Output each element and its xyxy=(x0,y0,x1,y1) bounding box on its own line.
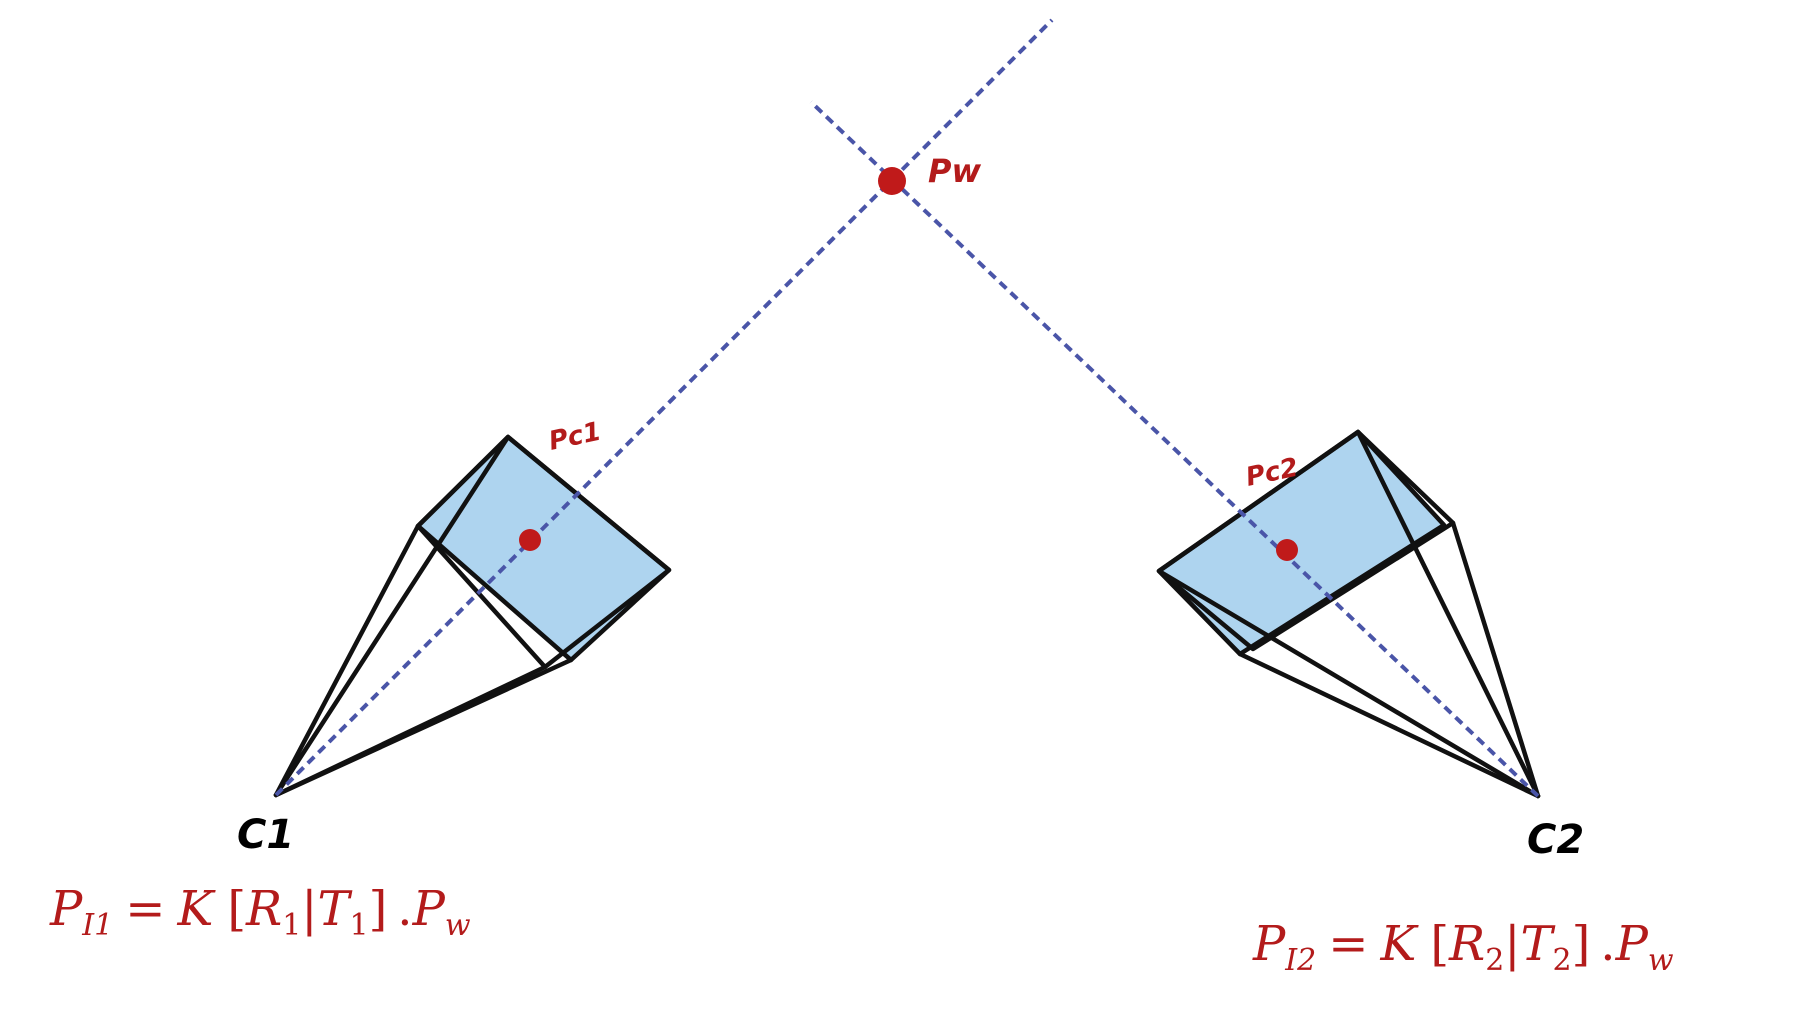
camera-2-edge-b xyxy=(1450,520,1541,799)
ray-camera-2 xyxy=(809,100,1540,798)
camera-1-edge-d xyxy=(273,434,511,798)
camera-2-image-plane xyxy=(1159,432,1444,654)
projection-equation-1: PI1=K[R1|T1].Pw xyxy=(49,881,471,943)
image-point-2 xyxy=(1276,539,1298,561)
camera-1-label: C1 xyxy=(237,812,294,858)
camera-1-image-plane xyxy=(418,437,669,660)
ray-camera-1 xyxy=(274,18,1054,797)
camera-2 xyxy=(1156,429,1541,799)
camera-2-edge-a xyxy=(1355,429,1541,799)
projection-equation-2: PI2=K[R2|T2].Pw xyxy=(1252,916,1674,978)
image-point-1-label: Pc1 xyxy=(546,417,604,457)
camera-2-edge-c xyxy=(1156,568,1541,799)
camera-1-frustum xyxy=(273,434,672,798)
camera-1-edge-c xyxy=(273,657,574,798)
camera-1-front-rect xyxy=(415,434,672,670)
camera-1-edge-a xyxy=(273,523,421,798)
world-point xyxy=(878,167,906,195)
world-point-label: Pw xyxy=(928,152,981,190)
camera-2-frustum xyxy=(1156,429,1541,799)
camera-2-label: C2 xyxy=(1527,817,1584,863)
camera-1 xyxy=(273,434,672,798)
projection-rays xyxy=(274,18,1540,798)
camera-2-edge-d xyxy=(1237,651,1541,799)
image-point-1 xyxy=(519,529,541,551)
